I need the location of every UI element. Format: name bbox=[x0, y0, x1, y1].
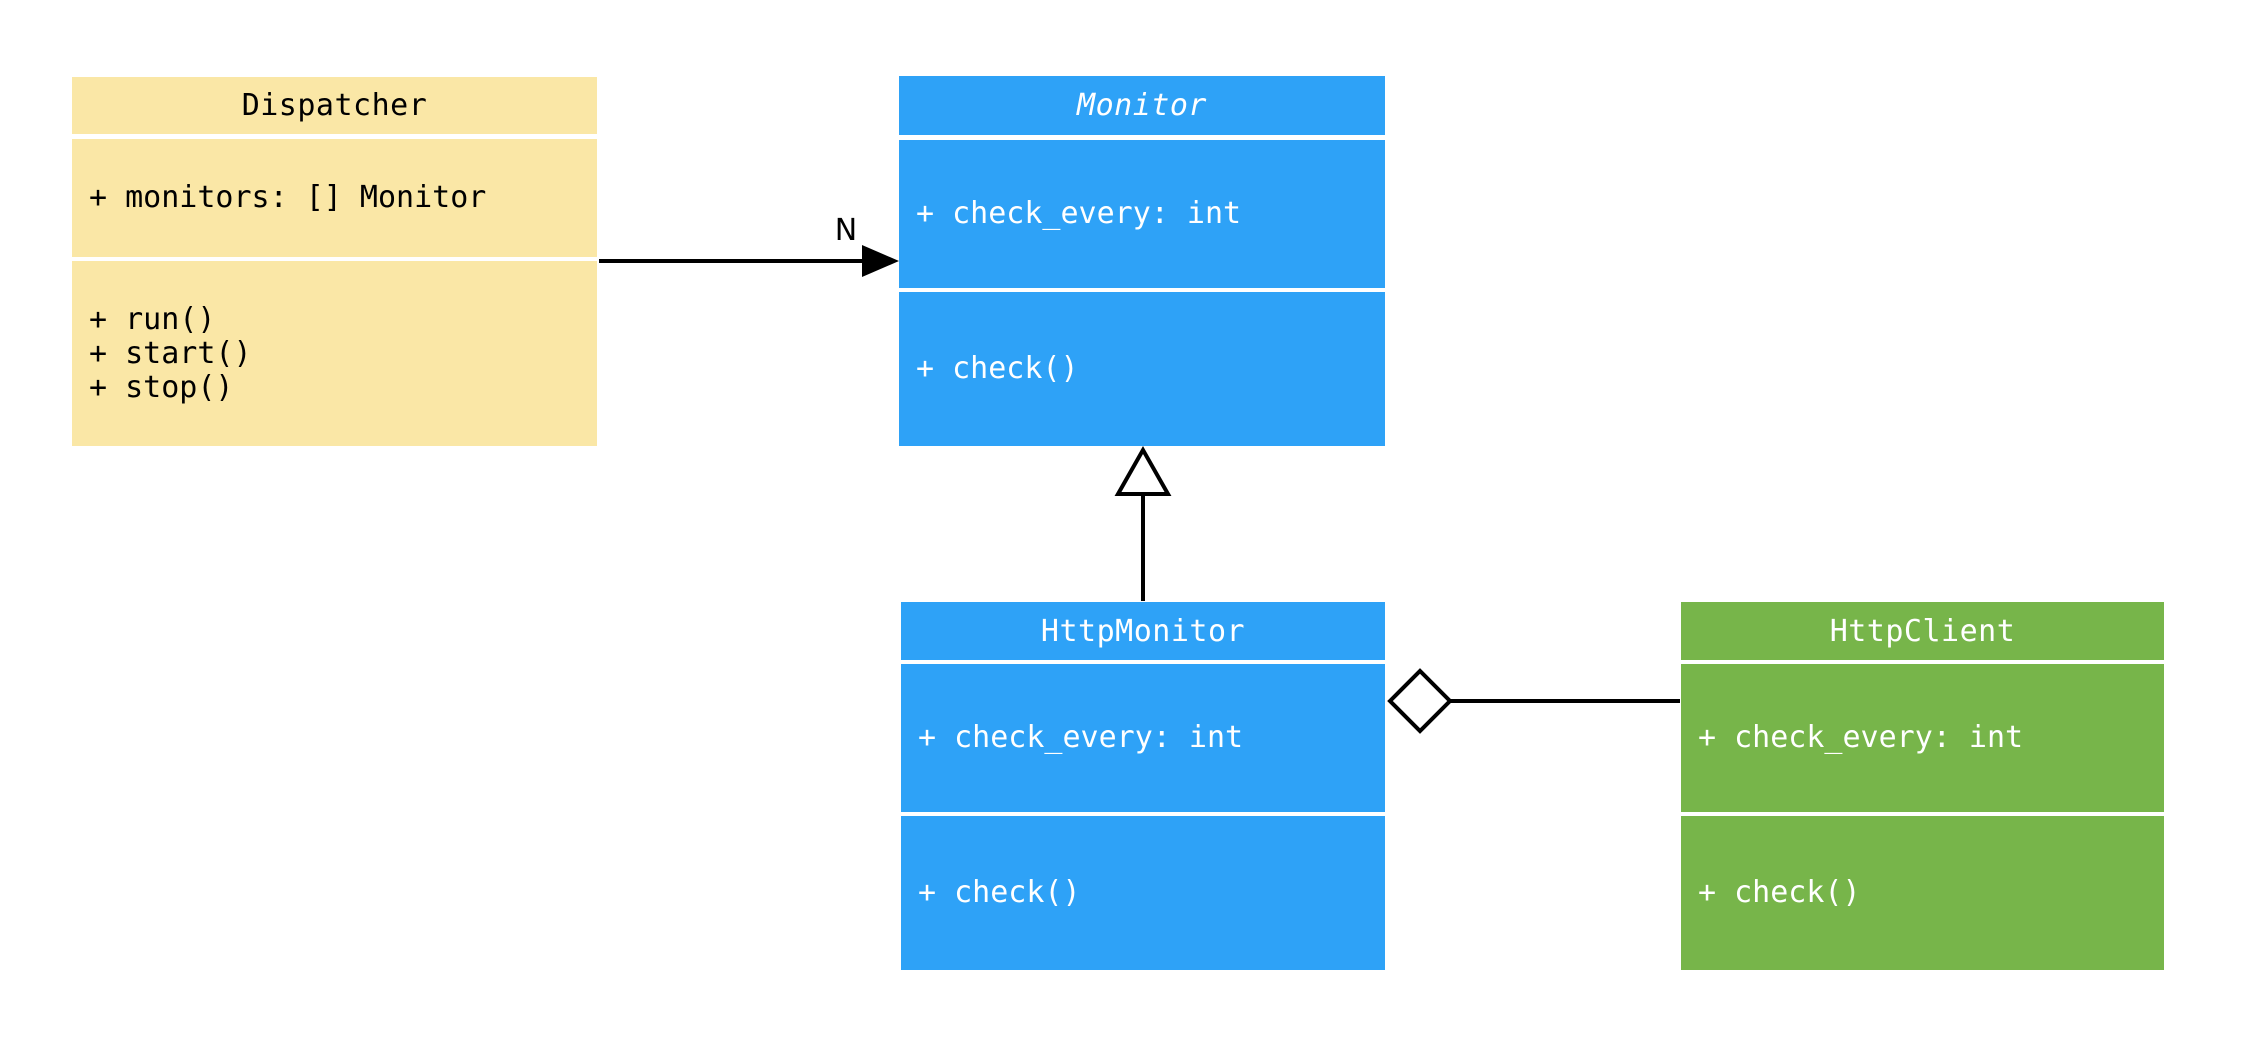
class-method: + stop() bbox=[89, 369, 234, 405]
class-attributes-section: + monitors: [] Monitor bbox=[72, 139, 597, 257]
class-method: + check() bbox=[918, 875, 1081, 910]
multiplicity-label: N bbox=[834, 213, 858, 248]
aggregation-edge-httpmonitor-httpclient bbox=[1387, 668, 1680, 734]
class-title: Monitor bbox=[899, 76, 1385, 135]
class-method: + check() bbox=[916, 351, 1079, 386]
class-attributes-section: + check_every: int bbox=[901, 664, 1385, 812]
class-attributes-section: + check_every: int bbox=[1681, 664, 2164, 812]
class-title: Dispatcher bbox=[72, 77, 597, 134]
class-methods-section: + check() bbox=[901, 816, 1385, 970]
class-attribute: + monitors: [] Monitor bbox=[89, 180, 487, 215]
class-attribute: + check_every: int bbox=[918, 720, 1244, 755]
inheritance-edge-httpmonitor-monitor bbox=[1114, 445, 1172, 601]
class-title: HttpMonitor bbox=[901, 602, 1385, 660]
association-edge-dispatcher-monitor bbox=[599, 245, 899, 277]
class-node-dispatcher: Dispatcher + monitors: [] Monitor + run(… bbox=[72, 77, 597, 446]
association-arrowhead-icon bbox=[862, 245, 899, 277]
class-methods-section: + run() + start() + stop() bbox=[72, 261, 597, 446]
class-node-monitor: Monitor + check_every: int + check() bbox=[899, 76, 1385, 446]
inheritance-triangle-icon bbox=[1114, 445, 1172, 496]
class-attributes-section: + check_every: int bbox=[899, 140, 1385, 288]
class-title: HttpClient bbox=[1681, 602, 2164, 660]
class-node-httpmonitor: HttpMonitor + check_every: int + check() bbox=[901, 602, 1385, 970]
class-attribute: + check_every: int bbox=[916, 196, 1242, 231]
class-method: + start() bbox=[89, 335, 252, 371]
class-node-httpclient: HttpClient + check_every: int + check() bbox=[1681, 602, 2164, 970]
class-attribute: + check_every: int bbox=[1698, 720, 2024, 755]
class-method: + check() bbox=[1698, 875, 1861, 910]
class-methods-section: + check() bbox=[1681, 816, 2164, 970]
class-methods-section: + check() bbox=[899, 292, 1385, 446]
aggregation-diamond-icon bbox=[1387, 668, 1453, 734]
class-method: + run() bbox=[89, 301, 216, 337]
